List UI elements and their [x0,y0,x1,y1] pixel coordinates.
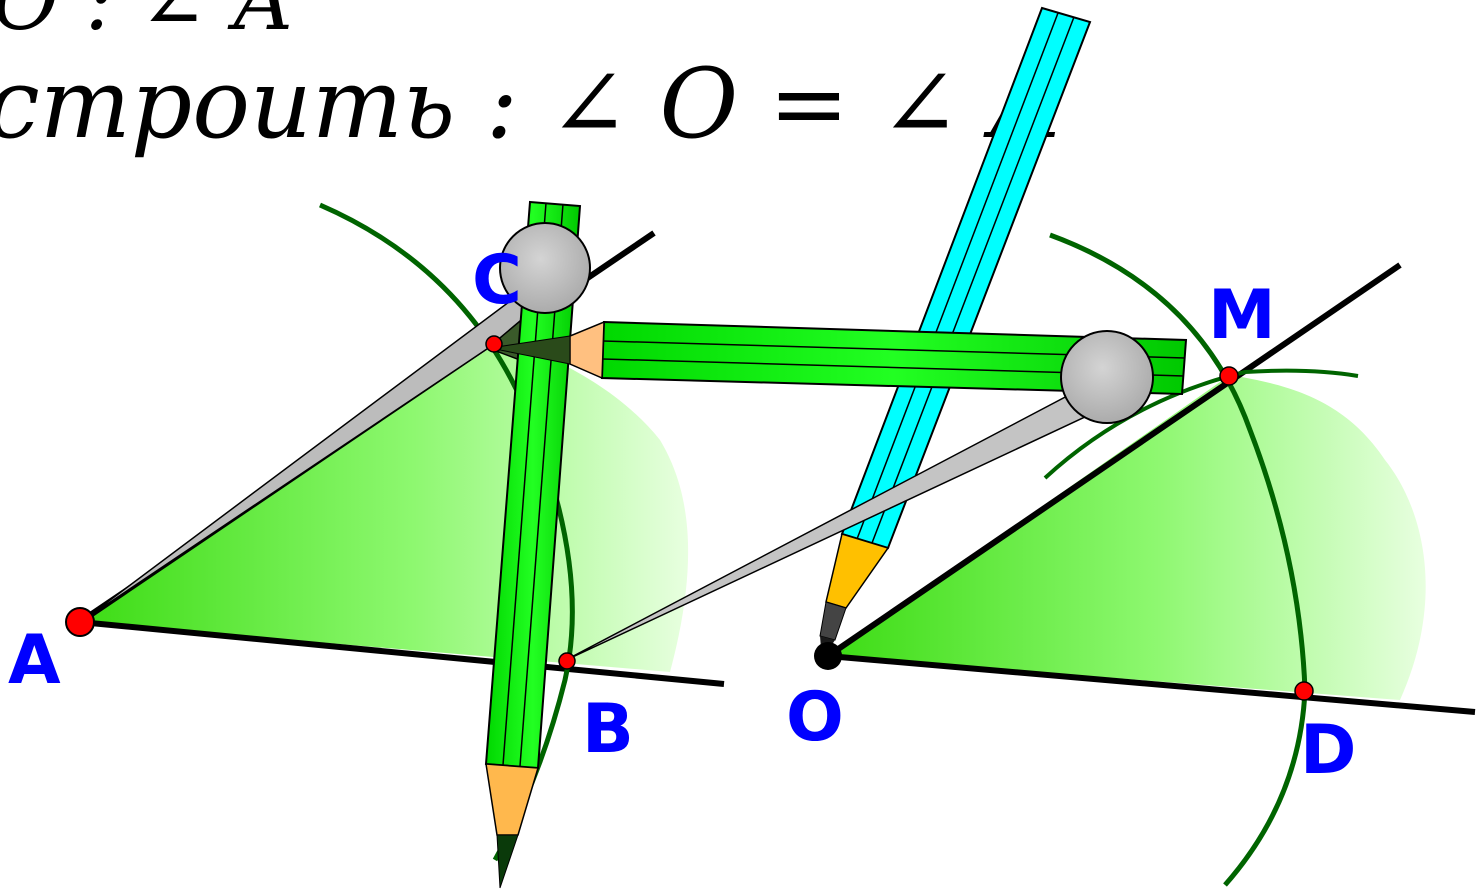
point-m [1219,366,1239,386]
label-b: B [582,690,634,769]
point-b [558,652,576,670]
given-statement: О : ∠ A [0,0,293,49]
label-a: A [8,621,61,700]
label-m: M [1208,276,1276,355]
ray-a-lower [79,619,725,687]
ray-o-upper [826,262,1402,659]
ray-o-lower [827,653,1476,715]
point-d [1294,681,1314,701]
angle-a-sector [80,338,689,672]
label-c: C [472,241,522,320]
point-a [65,607,95,637]
construct-statement: строить : ∠ O = ∠ A [0,48,1060,160]
compass-icon [1060,330,1154,424]
label-o: O [786,678,844,757]
point-c [485,335,503,353]
compass-icon [499,222,591,314]
angle-o-sector [828,375,1426,700]
arc-o [1049,232,1308,887]
label-d: D [1300,711,1356,790]
pencil-icon [489,320,1188,396]
arc-a [319,202,575,862]
point-o [814,642,842,670]
